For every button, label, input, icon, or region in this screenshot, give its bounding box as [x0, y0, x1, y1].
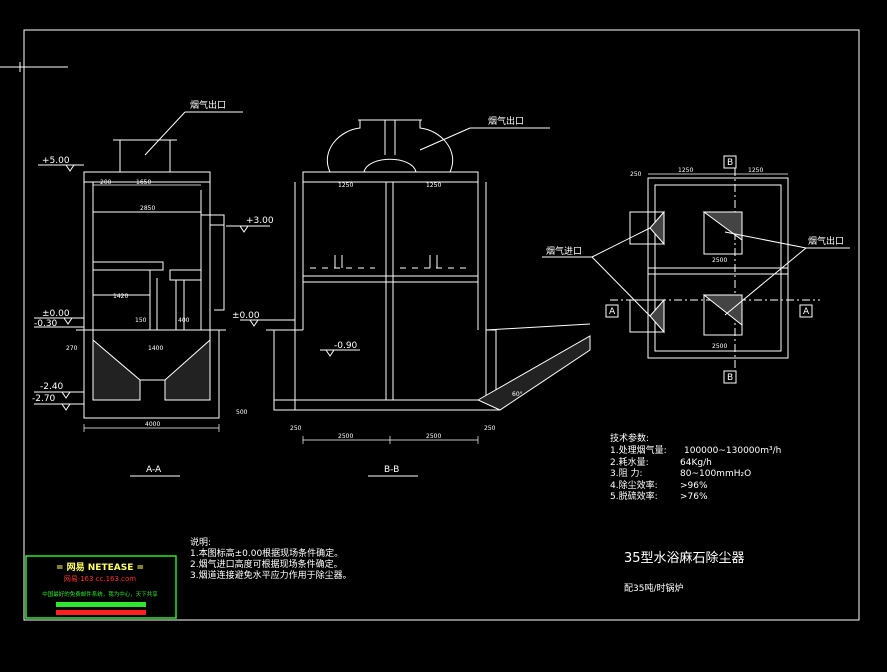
plan-outlet-label: 烟气出口 — [808, 235, 844, 247]
aa-level: -0.30 — [34, 319, 58, 329]
aa-dim: 1400 — [148, 345, 163, 352]
plan-view: 烟气进口 烟气出口 B B A A 1250 1250 2500 2500 25… — [542, 155, 850, 384]
tech-param-value: >76% — [680, 492, 708, 502]
plan-mark-b: B — [727, 373, 733, 383]
bb-dim: 1250 — [338, 182, 353, 189]
aa-dim: 500 — [236, 409, 248, 416]
plan-dim: 250 — [630, 171, 642, 178]
bb-level: -0.90 — [334, 341, 358, 351]
tech-param-value: 100000~130000m³/h — [684, 446, 781, 456]
tech-param-value: >96% — [680, 481, 708, 491]
drawing-subtitle: 配35吨/时锅炉 — [624, 582, 684, 594]
plan-dim: 1250 — [678, 167, 693, 174]
bb-dim: 1250 — [426, 182, 441, 189]
aa-level: +3.00 — [246, 216, 274, 226]
netease-logo-box: = 网易 NETEASE = 网易·163 cc.163.com 中国最好的免费… — [25, 555, 177, 619]
section-bb-view: 烟气出口 60° ±0.00 -0.90 — [232, 115, 591, 477]
plan-mark-a: A — [609, 307, 616, 317]
bb-angle: 60° — [512, 391, 523, 398]
tech-param-label: 3.阻 力: — [610, 467, 642, 479]
notes: 说明: 1.本图标高±0.00根据现场条件确定。 2.烟气进口高度可根据现场条件… — [190, 536, 352, 581]
note-item: 3.烟道连接避免水平应力作用于除尘器。 — [190, 569, 352, 581]
tech-param-value: 80~100mmH₂O — [680, 469, 751, 479]
logo-green-bar — [56, 602, 146, 607]
bb-dim: 2500 — [338, 433, 353, 440]
tech-param-label: 2.耗水量: — [610, 456, 649, 468]
note-item: 2.烟气进口高度可根据现场条件确定。 — [190, 558, 343, 570]
aa-outlet-label: 烟气出口 — [190, 99, 226, 111]
aa-level: -2.40 — [40, 382, 64, 392]
bb-dim: 250 — [290, 425, 302, 432]
aa-level: ±0.00 — [42, 309, 70, 319]
plan-dim: 2500 — [712, 343, 727, 350]
logo-red-bar — [56, 610, 146, 615]
tech-param-value: 64Kg/h — [680, 458, 712, 468]
aa-dim: 1420 — [113, 293, 128, 300]
aa-dim: 1650 — [136, 179, 151, 186]
tech-param-label: 5.脱硫效率: — [610, 490, 658, 502]
aa-dim: 2850 — [140, 205, 155, 212]
aa-title: A-A — [146, 465, 162, 475]
aa-dim: 150 — [135, 317, 147, 324]
aa-dim: 400 — [178, 317, 190, 324]
plan-mark-a: A — [803, 307, 810, 317]
note-item: 1.本图标高±0.00根据现场条件确定。 — [190, 547, 343, 559]
bb-level: ±0.00 — [232, 311, 260, 321]
bb-title: B-B — [384, 465, 399, 475]
aa-level: -2.70 — [32, 394, 56, 404]
bb-dim: 2500 — [426, 433, 441, 440]
drawing-border — [23, 29, 860, 621]
bb-outlet-label: 烟气出口 — [488, 115, 524, 127]
aa-level: +5.00 — [42, 156, 70, 166]
plan-dim: 1250 — [748, 167, 763, 174]
plan-dim: 2500 — [712, 257, 727, 264]
tech-params: 技术参数: 1.处理烟气量: 100000~130000m³/h 2.耗水量: … — [610, 432, 781, 502]
section-aa-view: 烟气出口 4000 1650 200 2850 — [32, 99, 274, 477]
tech-param-label: 4.除尘效率: — [610, 479, 658, 491]
aa-dim: 200 — [100, 179, 112, 186]
plan-mark-b: B — [727, 158, 733, 168]
drawing-main-title: 35型水浴麻石除尘器 — [624, 551, 745, 566]
aa-dim: 4000 — [145, 421, 160, 428]
tech-params-title: 技术参数: — [610, 432, 649, 444]
aa-dim: 270 — [66, 345, 78, 352]
logo-name: = 网易 NETEASE = — [56, 562, 144, 573]
notes-title: 说明: — [190, 536, 211, 548]
logo-site: 网易·163 cc.163.com — [64, 575, 136, 583]
bb-dim: 250 — [484, 425, 496, 432]
logo-slogan: 中国最好的免费邮件系统，我为中心，天下共享 — [42, 590, 158, 598]
plan-inlet-label: 烟气进口 — [546, 245, 582, 257]
tech-param-label: 1.处理烟气量: — [610, 444, 667, 456]
